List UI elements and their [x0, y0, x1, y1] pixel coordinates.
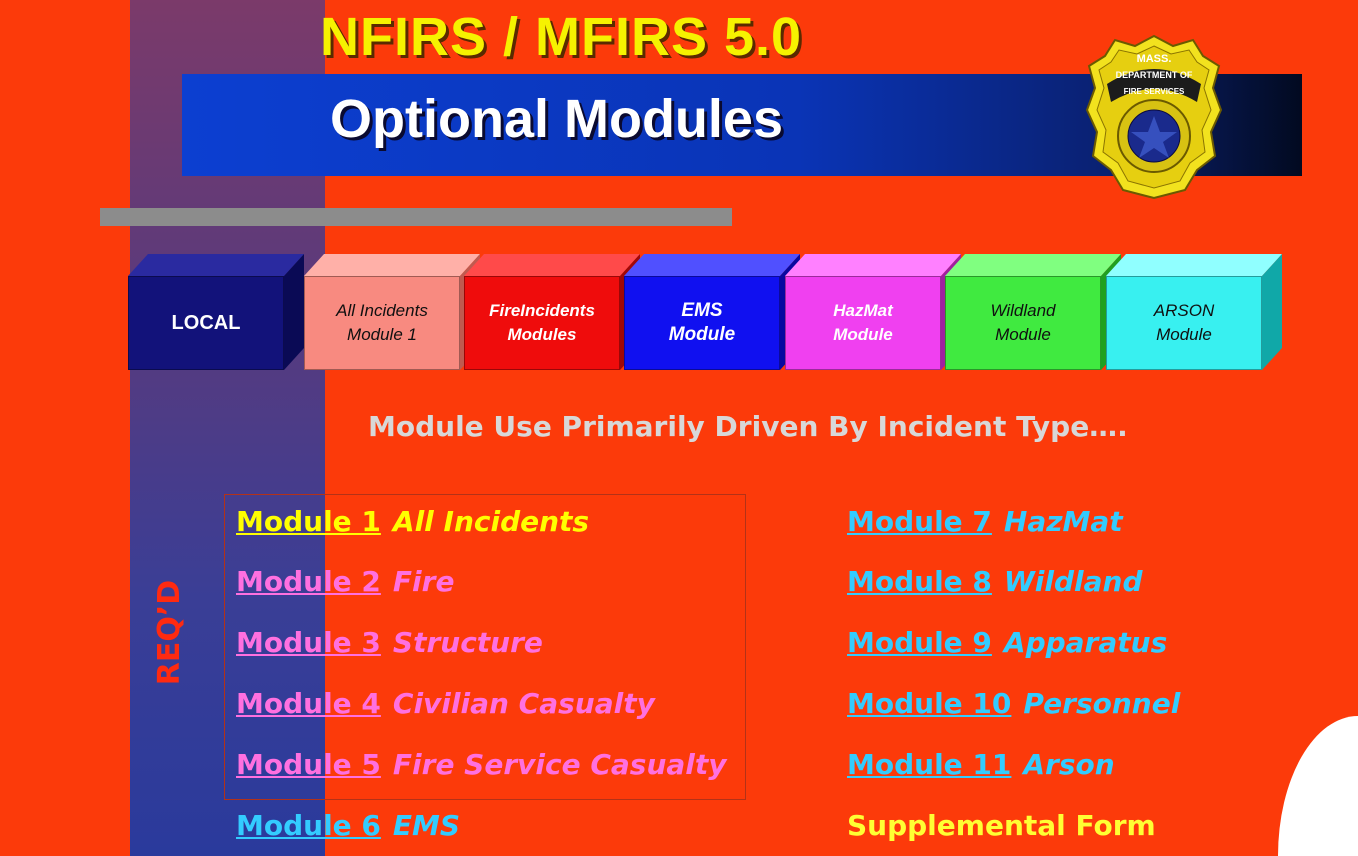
box-line2: Module: [1156, 325, 1212, 344]
module-4-desc: Civilian Casualty: [392, 687, 655, 720]
module-3-link[interactable]: Module 3: [236, 626, 381, 659]
module-11-desc: Arson: [1023, 748, 1115, 781]
box-front: LOCAL: [128, 276, 284, 370]
box-front: HazMat Module: [785, 276, 941, 370]
module-line-1: Module 1 All Incidents: [236, 502, 589, 542]
box-front: All Incidents Module 1: [304, 276, 460, 370]
module-9-desc: Apparatus: [1003, 626, 1168, 659]
divider-bar: [100, 208, 732, 226]
box-front: Wildland Module: [945, 276, 1101, 370]
module-5-desc: Fire Service Casualty: [392, 748, 727, 781]
module-10-desc: Personnel: [1023, 687, 1181, 720]
title-top: NFIRS / MFIRS 5.0: [320, 7, 803, 67]
box-line2: Module 1: [347, 325, 417, 344]
box-line1: EMS: [681, 300, 723, 321]
module-5-link[interactable]: Module 5: [236, 748, 381, 781]
module-box-ems: EMS Module: [624, 254, 800, 370]
module-1-link[interactable]: Module 1: [236, 505, 381, 538]
module-line-11: Module 11 Arson: [847, 745, 1115, 785]
module-2-desc: Fire: [392, 565, 455, 598]
module-line-5: Module 5 Fire Service Casualty: [236, 745, 727, 785]
reqd-label-container: REQ’D: [130, 572, 210, 692]
module-7-link[interactable]: Module 7: [847, 505, 992, 538]
box-line2: Modules: [507, 325, 577, 344]
module-7-desc: HazMat: [1003, 505, 1123, 538]
module-9-link[interactable]: Module 9: [847, 626, 992, 659]
box-top: [785, 254, 961, 276]
module-2-link[interactable]: Module 2: [236, 565, 381, 598]
box-side: [1262, 254, 1282, 370]
module-8-link[interactable]: Module 8: [847, 565, 992, 598]
module-1-desc: All Incidents: [392, 505, 590, 538]
box-side: [284, 254, 304, 370]
box-line2: Module: [668, 324, 736, 345]
box-line2: Module: [833, 325, 893, 344]
module-box-hazmat: HazMat Module: [785, 254, 961, 370]
module-box-arson: ARSON Module: [1106, 254, 1282, 370]
box-line1: ARSON: [1153, 301, 1215, 320]
page-title: Optional Modules: [330, 89, 783, 149]
box-top: [464, 254, 640, 276]
subtitle: Module Use Primarily Driven By Incident …: [368, 410, 1128, 443]
module-line-9: Module 9 Apparatus: [847, 623, 1167, 663]
supplemental-form[interactable]: Supplemental Form: [847, 809, 1156, 842]
module-box-wildland: Wildland Module: [945, 254, 1121, 370]
module-line-7: Module 7 HazMat: [847, 502, 1123, 542]
module-line-6: Module 6 EMS: [236, 806, 460, 846]
module-line-8: Module 8 Wildland: [847, 562, 1143, 602]
box-line1: LOCAL: [171, 312, 241, 334]
fire-services-badge-icon: MASS. DEPARTMENT OF FIRE SERVICES: [1085, 34, 1223, 200]
box-line1: HazMat: [833, 301, 893, 320]
module-6-desc: EMS: [392, 809, 461, 842]
reqd-label: REQ’D: [152, 579, 188, 685]
badge-text-mid: DEPARTMENT OF: [1116, 70, 1193, 80]
module-6-link[interactable]: Module 6: [236, 809, 381, 842]
module-line-10: Module 10 Personnel: [847, 684, 1180, 724]
module-line-2: Module 2 Fire: [236, 562, 454, 602]
required-modules-box: [224, 494, 746, 800]
box-top: [1106, 254, 1282, 276]
module-box-all-incidents: All Incidents Module 1: [304, 254, 480, 370]
module-box-local: LOCAL: [128, 254, 304, 370]
module-3-desc: Structure: [392, 626, 543, 659]
box-top: [128, 254, 304, 276]
module-4-link[interactable]: Module 4: [236, 687, 381, 720]
box-top: [945, 254, 1121, 276]
box-line1: FireIncidents: [489, 301, 595, 320]
module-box-fire-incidents: FireIncidents Modules: [464, 254, 640, 370]
badge-text-bottom: FIRE SERVICES: [1124, 87, 1185, 96]
box-front: EMS Module: [624, 276, 780, 370]
box-top: [304, 254, 480, 276]
box-line1: Wildland: [990, 301, 1056, 320]
box-front: FireIncidents Modules: [464, 276, 620, 370]
module-line-3: Module 3 Structure: [236, 623, 543, 663]
module-line-4: Module 4 Civilian Casualty: [236, 684, 655, 724]
module-8-desc: Wildland: [1003, 565, 1143, 598]
corner-curve: [1278, 716, 1358, 856]
box-line1: All Incidents: [336, 301, 428, 320]
box-front: ARSON Module: [1106, 276, 1262, 370]
box-top: [624, 254, 800, 276]
box-line2: Module: [995, 325, 1051, 344]
module-10-link[interactable]: Module 10: [847, 687, 1012, 720]
badge-text-top: MASS.: [1137, 53, 1172, 65]
module-11-link[interactable]: Module 11: [847, 748, 1012, 781]
